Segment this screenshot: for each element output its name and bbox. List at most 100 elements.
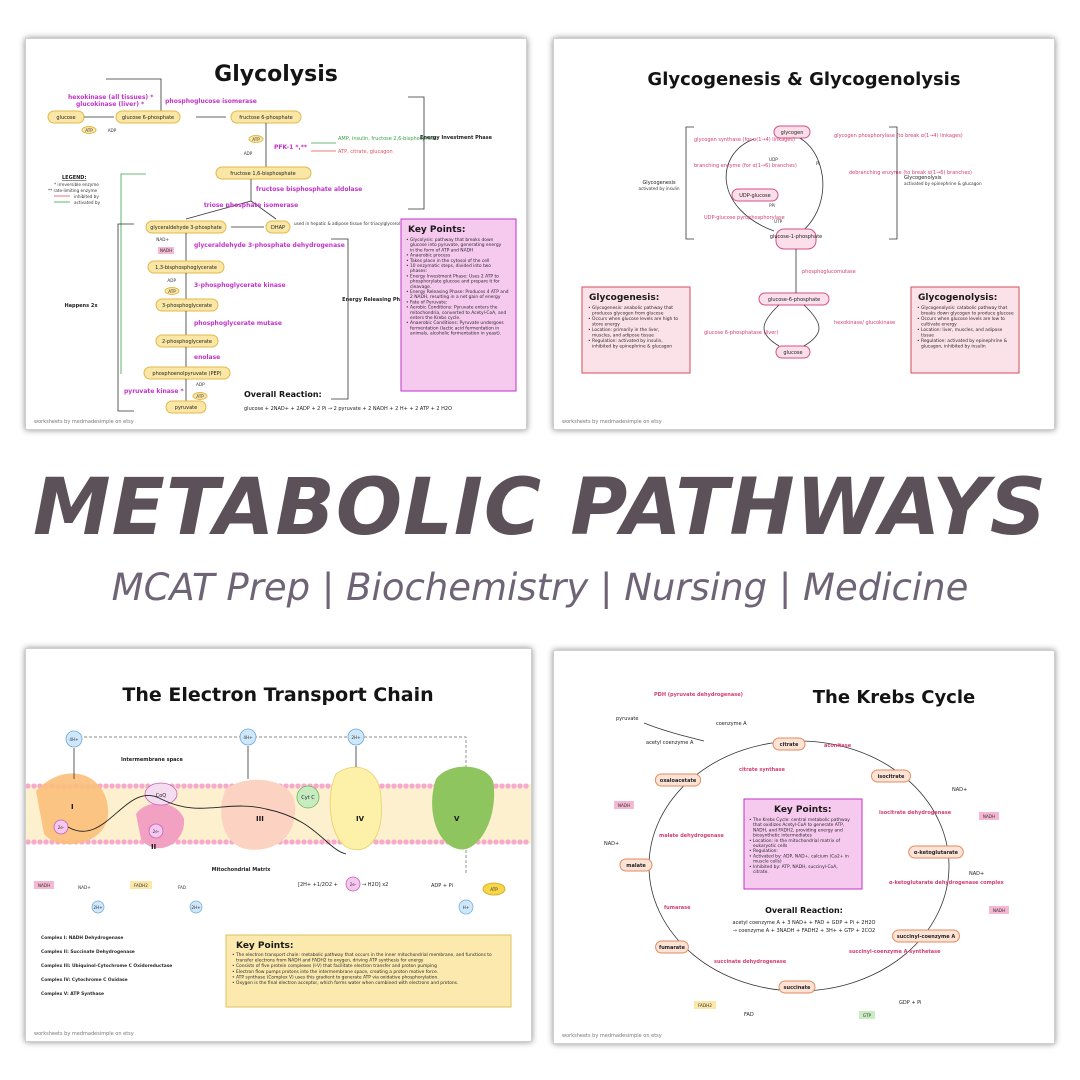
- lipid-head: [493, 839, 499, 845]
- investment-bracket: [408, 96, 425, 210]
- lipid-head: [211, 783, 217, 789]
- lipid-head: [139, 783, 145, 789]
- glycogen-worksheet: Glycogenesis & Glycogenolysis glycogen U…: [553, 38, 1055, 430]
- lipid-head: [289, 839, 295, 845]
- krebs-node-label: oxaloacetate: [660, 778, 697, 784]
- bullet-item: cultivate energy: [921, 322, 957, 328]
- lipid-head: [121, 783, 127, 789]
- lipid-head: [295, 783, 301, 789]
- lipid-head: [427, 839, 433, 845]
- lipid-head: [391, 839, 397, 845]
- bullet-item: • Regulation: activated by epinephrine &: [917, 338, 1008, 344]
- bullet-item: animals, alcoholic fermentation in yeast…: [410, 331, 501, 337]
- legend-item-3: inhibited by: [74, 194, 99, 199]
- complex-v-label: V: [454, 815, 460, 823]
- krebs-nadh-3: NADH: [618, 803, 630, 808]
- krebs-fadh2-tag: [694, 1001, 716, 1009]
- lipid-head: [505, 783, 511, 789]
- lipid-head: [427, 783, 433, 789]
- etc-h-1-label: 2H+: [93, 905, 103, 910]
- krebs-gtp-tag: [859, 1011, 875, 1019]
- lipid-head: [433, 839, 439, 845]
- glycogen-footer: worksheets by medmadesimple on etsy: [562, 419, 662, 425]
- dhap-label: DHAP: [271, 225, 285, 231]
- genesis-sub: activated by insulin: [638, 186, 679, 191]
- lipid-head: [511, 839, 517, 845]
- arrow-4a: [185, 200, 252, 220]
- bullet-item: inhibited by epinephrine & glucagon: [592, 344, 672, 350]
- lipid-head: [193, 783, 199, 789]
- krebs-nodes: citrateisocitrateα-ketoglutaratesuccinyl…: [619, 737, 964, 994]
- glucose2-label: glucose: [783, 350, 802, 356]
- g3p-label: glyceraldehyde 3-phosphate: [150, 225, 222, 231]
- pfk-activators: AMP, insulin, fructose 2,6-bisphosphate: [338, 136, 437, 142]
- lipid-head: [499, 783, 505, 789]
- electron-2: [148, 823, 164, 839]
- lipid-head: [373, 839, 379, 845]
- lipid-head: [127, 783, 133, 789]
- atp-coin-1: [81, 126, 97, 134]
- etc-diagram: The Electron Transport Chain Intermembra…: [26, 684, 531, 1037]
- bullet-item: • Glycolysis: pathway that breaks down: [406, 237, 494, 243]
- akg-label: α-ketoglutarate dehydrogenase complex: [889, 880, 1004, 886]
- etc-nadh-tag: [34, 881, 54, 889]
- bullet-item: • The electron transport chain: metaboli…: [232, 952, 492, 958]
- etc-fadh2-label: FADH2: [134, 883, 148, 888]
- lipid-head: [283, 839, 289, 845]
- krebs-node-label: fumarate: [659, 945, 686, 951]
- lipid-head: [223, 839, 229, 845]
- legend-item-2: ** rate-limiting enzyme: [48, 188, 98, 193]
- lipid-head: [26, 839, 31, 845]
- genesis-box-title: Glycogenesis:: [589, 293, 659, 303]
- bullet-item: fermentation (lactic acid fermentation i…: [410, 325, 499, 331]
- bullet-item: 2 NADH, resulting in a net gain of energ…: [410, 294, 501, 300]
- bullet-item: • Aerobic Conditions: Pyruvate enters th…: [406, 305, 498, 311]
- utp-label: UTP: [774, 219, 783, 224]
- branching-label: branching enzyme (for α(1→6) branches): [694, 163, 797, 169]
- lysis-box-title: Glycogenolysis:: [918, 293, 997, 303]
- pgk-label: 3-phosphoglycerate kinase: [194, 282, 286, 289]
- lipid-head: [301, 839, 307, 845]
- lipid-head: [205, 839, 211, 845]
- krebs-node-label: malate: [626, 863, 646, 869]
- 2pg-label: 2-phosphoglycerate: [162, 339, 212, 345]
- lipid-head: [295, 839, 301, 845]
- complex-name-item: Complex IV: Cytochrome C Oxidase: [41, 977, 128, 983]
- lipid-head: [31, 783, 37, 789]
- electron-3: [345, 876, 361, 892]
- cs-label: citrate synthase: [739, 767, 786, 773]
- hk-arc: [803, 304, 820, 347]
- bullet-item: biosynthetic intermediates: [753, 833, 813, 839]
- pgi-label: phosphoglucose isomerase: [165, 98, 257, 105]
- page-subtitle: MCAT Prep | Biochemistry | Nursing | Med…: [111, 566, 969, 609]
- krebs-nad-1: NAD+: [952, 787, 967, 793]
- krebs-nadh-1-tag: [979, 812, 999, 820]
- nadh-tag: [158, 247, 174, 254]
- g6p-node: [115, 110, 181, 124]
- krebs-node: [778, 980, 816, 994]
- page-title: METABOLIC PATHWAYS: [32, 463, 1048, 553]
- lipid-head: [175, 783, 181, 789]
- proton-1-label: 4H+: [69, 737, 79, 742]
- etc-worksheet: The Electron Transport Chain Intermembra…: [25, 648, 532, 1042]
- coq-shape: [144, 782, 178, 806]
- ims-label: Intermembrane space: [121, 757, 183, 763]
- bullet-item: • Occurs when glucose levels are low to: [917, 316, 1005, 322]
- f16bp-label: fructose 1,6-bisphosphate: [230, 171, 295, 177]
- cytc-shape: [296, 785, 320, 809]
- krebs-gdp: GDP + Pi: [899, 1000, 921, 1006]
- adp-label-2: ADP: [244, 151, 253, 156]
- lipid-head: [487, 839, 493, 845]
- bullet-item: • Occurs when glucose levels are high to: [588, 316, 678, 322]
- etc-footer: worksheets by medmadesimple on etsy: [34, 1031, 134, 1037]
- etc-keypoints-list: • The electron transport chain: metaboli…: [232, 952, 492, 986]
- atp-label-2: ATP: [252, 137, 260, 142]
- bullet-item: enters the Krebs cycle.: [410, 315, 461, 321]
- krebs-nadh-3-tag: [614, 801, 634, 809]
- krebs-footer: worksheets by medmadesimple on etsy: [562, 1033, 662, 1039]
- krebs-keypoints-title: Key Points:: [774, 805, 831, 815]
- glycolysis-footer: worksheets by medmadesimple on etsy: [34, 419, 134, 425]
- nadh-label: NADH: [160, 248, 172, 253]
- bullet-item: phosphorylate glucose and prepare it for: [410, 279, 500, 285]
